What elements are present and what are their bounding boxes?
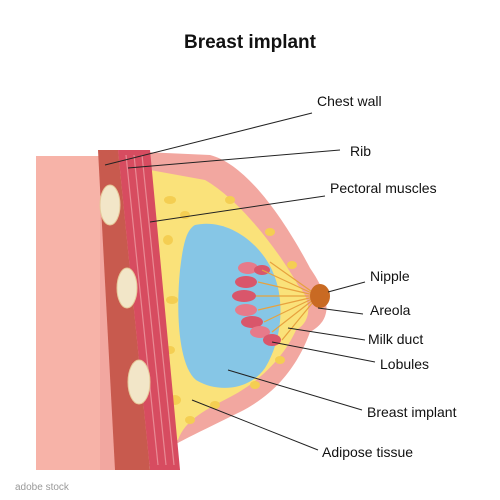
label-chest-wall: Chest wall <box>317 93 382 109</box>
label-pectoral-muscles: Pectoral muscles <box>330 180 437 196</box>
ribs <box>99 184 151 405</box>
diagram-title: Breast implant <box>184 32 316 53</box>
label-lobules: Lobules <box>380 356 430 372</box>
label-rib: Rib <box>350 143 372 159</box>
label-adipose-tissue: Adipose tissue <box>322 444 414 460</box>
milk-ducts <box>256 261 319 341</box>
muscle-stripes <box>125 154 175 466</box>
nipple-shape <box>310 284 330 308</box>
watermark: adobe stock <box>15 482 69 493</box>
label-breast-implant: Breast implant <box>367 404 457 420</box>
label-areola: Areola <box>370 302 411 318</box>
label-milk-duct: Milk duct <box>368 331 424 347</box>
label-nipple: Nipple <box>370 268 410 284</box>
leader-lines <box>104 112 376 451</box>
